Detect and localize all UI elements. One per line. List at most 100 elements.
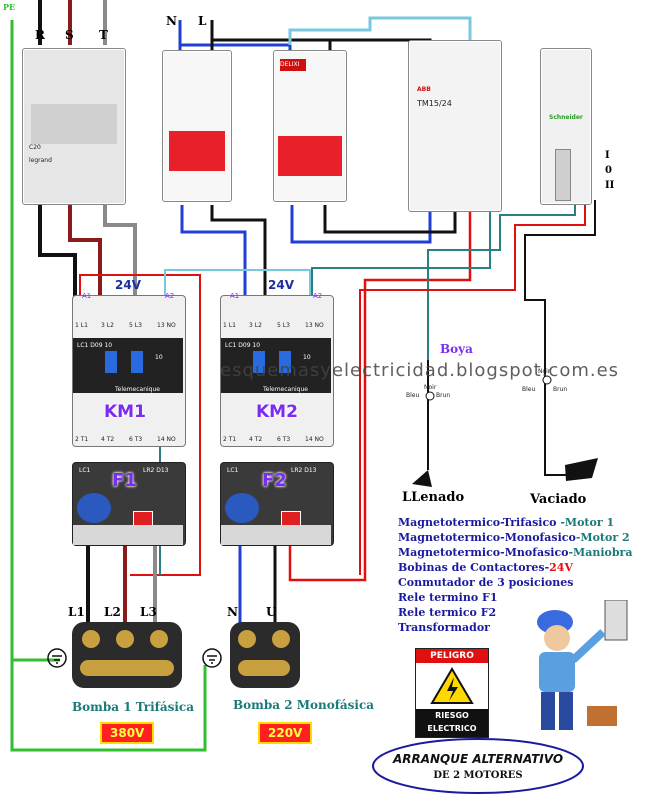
km1-a1: A1 [82, 292, 92, 300]
km1-voltage: 24V [115, 278, 141, 292]
float2-wire-brun: Brun [553, 386, 568, 393]
contactor-km1: LC1 D09 10 10 Telemecanique 1 L1 3 L2 5 … [72, 295, 186, 447]
breaker-red-brand: DELIXI [280, 61, 300, 68]
legend: Magnetotermico-Trifasico -Motor 1 Magnet… [398, 515, 632, 635]
transformer-brand: ABB [417, 86, 431, 93]
switch-brand: Schneider [549, 114, 583, 121]
float1-wire-bleu: Bleu [406, 392, 420, 399]
km1-a2: A2 [165, 292, 175, 300]
motor1-terminal-box [72, 622, 182, 688]
f1-label: F1 [112, 470, 137, 491]
km1-label: KM1 [104, 402, 146, 422]
thermal-relay-f1: LC1 LR2 D13 [72, 462, 186, 546]
km1-model: LC1 D09 10 [77, 342, 113, 349]
motor1-name: Bomba 1 Trifásica [72, 700, 194, 714]
f2-label: F2 [262, 470, 287, 491]
km2-b3: 6 T3 [277, 436, 291, 443]
phase-s-label: S [65, 28, 74, 42]
legend-item: Bobinas de Contactores-24V [398, 561, 573, 574]
legend-item: Magnetotermico-Trifasico -Motor 1 [398, 516, 615, 529]
transformer: ABB TM15/24 [408, 40, 502, 212]
motor1-voltage-badge: 380V [100, 722, 155, 744]
motor2-u-label: U [266, 605, 277, 619]
legend-item: Rele termico F2 [398, 606, 497, 619]
danger-top-label: PELIGRO [416, 649, 488, 663]
switch-pos-1: I [605, 150, 610, 161]
legend-item: Rele termino F1 [398, 591, 498, 604]
km1-t2: 3 L2 [101, 322, 114, 329]
km2-model: LC1 D09 10 [225, 342, 261, 349]
switch-pos-0: 0 [605, 165, 612, 176]
motor2-n-label: N [227, 605, 238, 619]
km1-brand: Telemecanique [115, 386, 160, 393]
title-frame [372, 738, 584, 794]
breaker-monofasico-maniobra: DELIXI [273, 50, 347, 202]
float-switch-empty [542, 375, 598, 481]
danger-bottom: RIESGO ELECTRICO [416, 709, 488, 737]
km2-b4: 14 NO [305, 436, 324, 443]
f2-sub: LR2 D13 [291, 467, 317, 474]
float2-wire-bleu: Bleu [522, 386, 536, 393]
km2-label: KM2 [256, 402, 298, 422]
breaker-rating: C20 [29, 144, 41, 151]
km1-t3: 5 L3 [129, 322, 142, 329]
motor1-l3-label: L3 [140, 605, 157, 619]
km2-aux: 10 [303, 354, 311, 361]
km1-b3: 6 T3 [129, 436, 143, 443]
km2-a2: A2 [313, 292, 323, 300]
phase-t-label: T [99, 28, 108, 42]
f1-sub: LR2 D13 [143, 467, 169, 474]
watermark-text: esquemasyelectricidad.blogspot.com.es [220, 360, 620, 381]
km2-b2: 4 T2 [249, 436, 263, 443]
km2-t3: 5 L3 [277, 322, 290, 329]
km2-brand: Telemecanique [263, 386, 308, 393]
motor2-name: Bomba 2 Monofásica [233, 698, 375, 712]
f1-model: LC1 [79, 467, 91, 474]
km1-aux: 10 [155, 354, 163, 361]
float-switch-fill [412, 391, 435, 487]
selector-switch[interactable]: Schneider [540, 48, 592, 205]
float1-wire-noir: Noir [424, 384, 437, 391]
danger-bottom-line1: RIESGO [435, 711, 469, 720]
float-fill-label: LLenado [402, 490, 465, 505]
breaker-trifasico: C20 legrand [22, 48, 126, 205]
km1-b2: 4 T2 [101, 436, 115, 443]
km2-voltage: 24V [268, 278, 294, 292]
motor2-terminal-box [230, 622, 300, 688]
transformer-model: TM15/24 [417, 99, 452, 108]
float1-wire-brun: Brun [436, 392, 451, 399]
title-line-2: DE 2 MOTORES [433, 770, 523, 781]
line-label: L [198, 14, 207, 28]
danger-bottom-line2: ELECTRICO [427, 724, 477, 733]
switch-pos-2: II [605, 180, 615, 191]
motor1-l1-label: L1 [68, 605, 85, 619]
motor2-voltage-badge: 220V [258, 722, 313, 744]
km1-b4: 14 NO [157, 436, 176, 443]
legend-item: Magnetotermico-Mnofasico-Maniobra [398, 546, 633, 559]
thermal-relay-f2: LC1 LR2 D13 [220, 462, 334, 546]
km1-t1: 1 L1 [75, 322, 88, 329]
legend-item: Transformador [398, 621, 490, 634]
legend-item: Conmutador de 3 posiciones [398, 576, 574, 589]
km1-t4: 13 NO [157, 322, 176, 329]
float-title: Boya [440, 342, 473, 356]
legend-item: Magnetotermico-Monofasico-Motor 2 [398, 531, 630, 544]
title-line-1: ARRANQUE ALTERNATIVO [392, 752, 564, 766]
high-voltage-icon [430, 667, 474, 704]
breaker-brand: legrand [29, 157, 52, 164]
km2-b1: 2 T1 [223, 436, 237, 443]
danger-sign: PELIGRO RIESGO ELECTRICO [415, 648, 489, 738]
electrician-icon [537, 600, 628, 730]
float-empty-label: Vaciado [530, 492, 587, 507]
km2-t2: 3 L2 [249, 322, 262, 329]
km2-a1: A1 [230, 292, 240, 300]
f2-model: LC1 [227, 467, 239, 474]
motor1-l2-label: L2 [104, 605, 121, 619]
km2-t4: 13 NO [305, 322, 324, 329]
breaker-monofasico-motor [162, 50, 232, 202]
neutral-label: N [166, 14, 177, 28]
km2-t1: 1 L1 [223, 322, 236, 329]
pe-label: PE [3, 2, 16, 12]
float2-wire-noir: Noir [538, 368, 551, 375]
